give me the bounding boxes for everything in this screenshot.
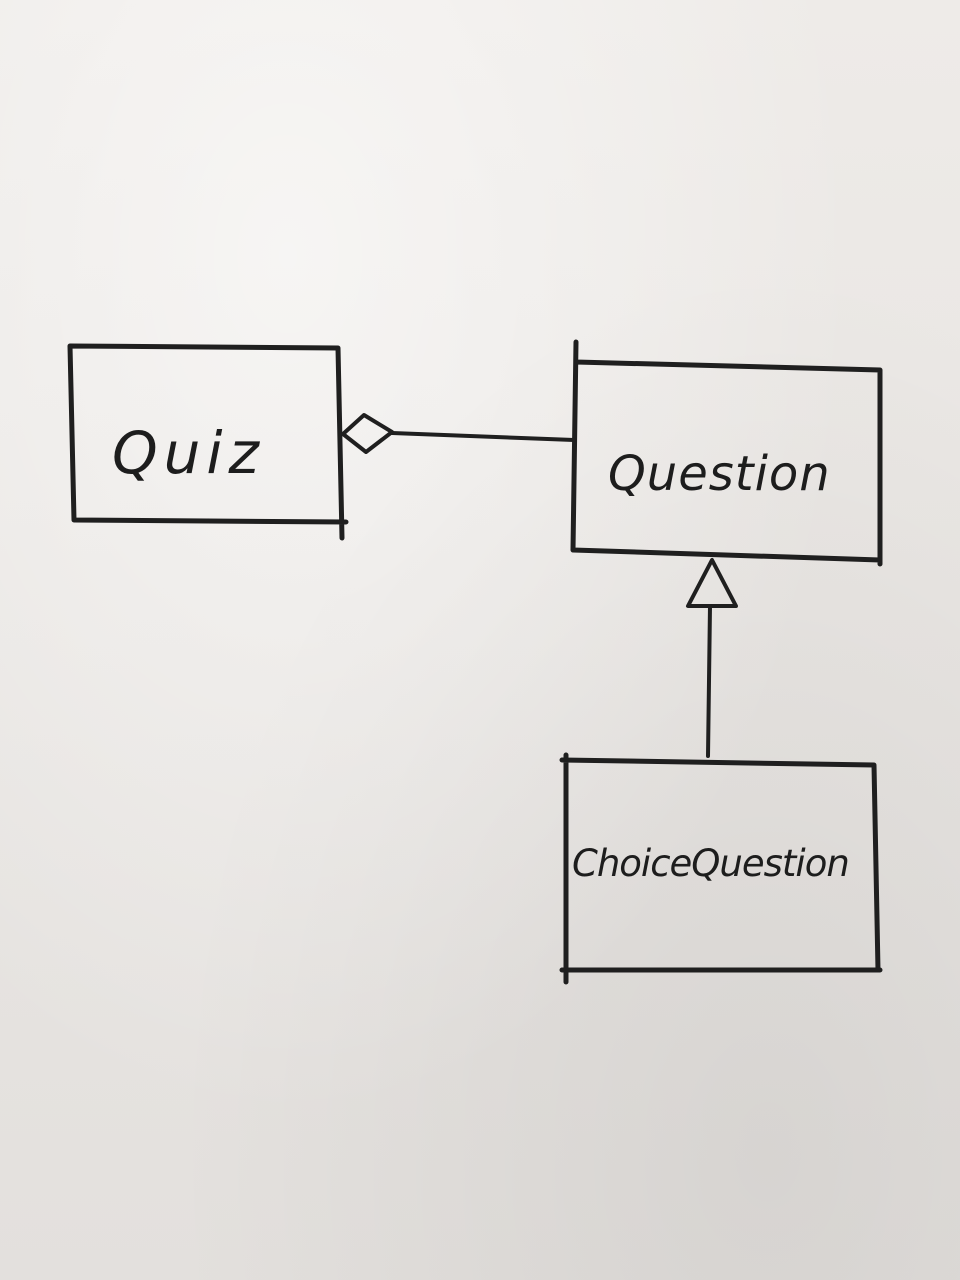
aggregation-diamond [341, 413, 394, 454]
quiz-class-name: Quiz [112, 419, 265, 487]
aggregation-line [390, 431, 576, 442]
quiz-class-box [67, 343, 349, 541]
choice-question-class-name: ChoiceQuestion [572, 842, 849, 885]
aggregation-relationship [341, 413, 576, 454]
quiz-class: Quiz [67, 343, 349, 541]
inheritance-relationship [686, 558, 738, 758]
choice-question-class-box [559, 752, 883, 985]
choice-question-class: ChoiceQuestion [559, 752, 883, 985]
question-class: Question [570, 339, 883, 567]
question-class-box [570, 339, 883, 567]
question-class-name: Question [608, 446, 831, 502]
inheritance-arrowhead [686, 558, 738, 608]
inheritance-line [706, 604, 712, 758]
